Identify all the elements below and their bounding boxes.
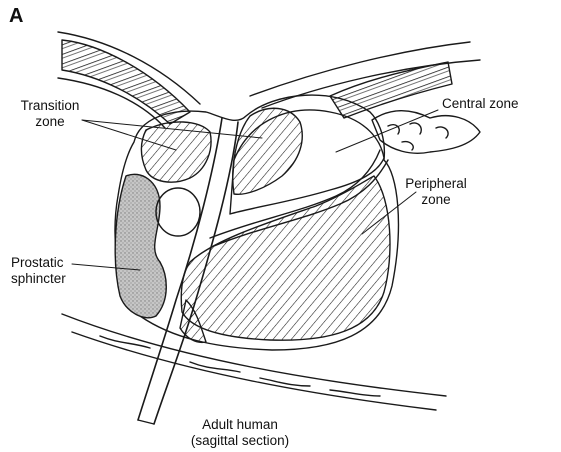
caption-line1: Adult human <box>150 417 330 433</box>
caption: Adult human (sagittal section) <box>150 417 330 449</box>
prostatic-sphincter-label: Prostatic sphincter <box>11 255 66 287</box>
central-zone-label: Central zone <box>442 96 519 112</box>
peripheral-zone-label-line2: zone <box>396 192 476 208</box>
prostatic-sphincter-label-line2: sphincter <box>11 271 66 287</box>
verumontanum-circle <box>156 188 200 236</box>
peripheral-zone-label: Peripheral zone <box>396 176 476 208</box>
prostatic-sphincter-region <box>115 174 166 317</box>
panel-letter: A <box>9 8 23 24</box>
transition-zone-label-line1: Transition <box>12 98 88 114</box>
peripheral-zone-label-line1: Peripheral <box>396 176 476 192</box>
transition-zone-left <box>142 122 212 182</box>
transition-zone-right <box>233 108 302 194</box>
bladder-tissue <box>372 111 480 154</box>
caption-line2: (sagittal section) <box>150 433 330 449</box>
transition-zone-label-line2: zone <box>12 114 88 130</box>
transition-zone-label: Transition zone <box>12 98 88 130</box>
prostatic-sphincter-label-line1: Prostatic <box>11 255 66 271</box>
